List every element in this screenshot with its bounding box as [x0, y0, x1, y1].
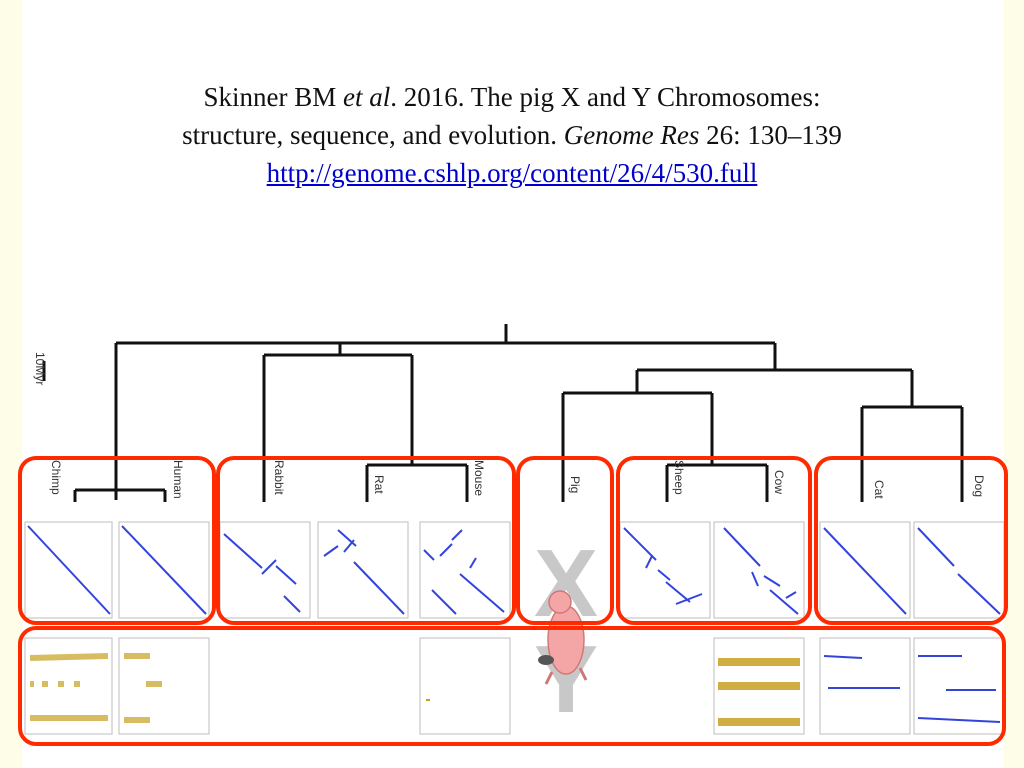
- citation-authors: Skinner BM: [203, 82, 337, 112]
- dotplot-x-sheep: [619, 521, 711, 619]
- citation-line-1: Skinner BM et al. 2016. The pig X and Y …: [0, 78, 1024, 116]
- species-labels: Chimp Human Rabbit Rat Mouse Pig Sheep C…: [49, 460, 986, 499]
- pig-chromosome-illustration: X Y: [534, 530, 598, 733]
- y-dotplots: [24, 637, 1005, 735]
- species-label-human: Human: [171, 460, 185, 499]
- dotplot-y-cat: [819, 637, 911, 735]
- citation-line-2: structure, sequence, and evolution. Geno…: [0, 116, 1024, 154]
- highlight-box-carnivores: [814, 456, 1008, 625]
- citation: Skinner BM et al. 2016. The pig X and Y …: [0, 78, 1024, 192]
- citation-volume-pages: 26: 130–139: [706, 120, 842, 150]
- dotplot-x-dog: [913, 521, 1005, 619]
- dotplot-x-cat: [819, 521, 911, 619]
- dotplot-x-mouse: [419, 521, 511, 619]
- dotplot-x-rabbit: [219, 521, 311, 619]
- phylogenetic-tree: [73, 324, 964, 502]
- highlight-box-ruminants: [616, 456, 812, 625]
- citation-url-link[interactable]: http://genome.cshlp.org/content/26/4/530…: [266, 158, 758, 188]
- dotplot-y-human: [118, 637, 210, 735]
- species-label-cat: Cat: [872, 480, 886, 499]
- highlight-box-y-row: [18, 626, 1006, 746]
- scale-bar: 10Myr: [33, 352, 47, 385]
- highlight-boxes: [18, 456, 1008, 746]
- dotplot-x-human: [118, 521, 210, 619]
- species-label-rabbit: Rabbit: [272, 460, 286, 495]
- species-label-mouse: Mouse: [472, 460, 486, 496]
- citation-line-3: http://genome.cshlp.org/content/26/4/530…: [0, 154, 1024, 192]
- citation-etal: et al: [343, 82, 391, 112]
- species-label-sheep: Sheep: [672, 460, 686, 495]
- dotplot-x-cow: [713, 521, 805, 619]
- dotplot-y-mouse: [419, 637, 511, 735]
- species-label-chimp: Chimp: [49, 460, 63, 495]
- highlight-box-primates: [18, 456, 216, 625]
- citation-title-part-2: structure, sequence, and evolution.: [182, 120, 557, 150]
- dotplot-y-dog: [913, 637, 1005, 735]
- x-dotplots: [24, 521, 1005, 619]
- scale-bar-label: 10Myr: [33, 352, 47, 385]
- highlight-box-pig: [516, 456, 614, 625]
- citation-title-part-1: . 2016. The pig X and Y Chromosomes:: [390, 82, 821, 112]
- species-label-cow: Cow: [772, 470, 786, 494]
- citation-journal: Genome Res: [563, 120, 700, 150]
- species-label-pig: Pig: [568, 476, 582, 493]
- dotplot-x-chimp: [24, 521, 113, 619]
- highlight-box-glires: [216, 456, 516, 625]
- species-label-rat: Rat: [372, 475, 386, 494]
- dotplot-x-rat: [317, 521, 409, 619]
- species-label-dog: Dog: [972, 475, 986, 497]
- dotplot-y-cow: [713, 637, 805, 735]
- dotplot-y-chimp: [24, 637, 113, 735]
